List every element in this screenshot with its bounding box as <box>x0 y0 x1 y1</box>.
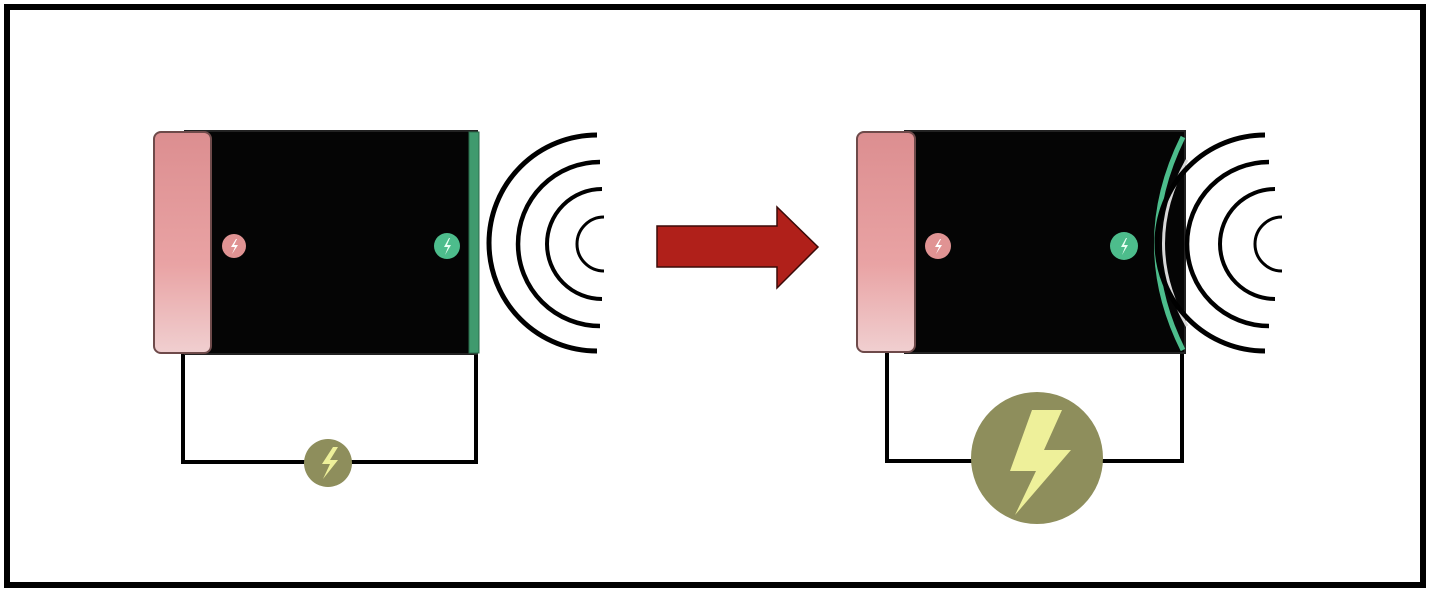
anode-plate <box>153 131 212 354</box>
lightning-bolt-icon <box>231 239 238 254</box>
lightning-bolt-icon <box>322 447 338 479</box>
negative-ion <box>1110 232 1138 260</box>
lightning-bolt-icon <box>444 238 451 255</box>
positive-ion <box>222 234 246 258</box>
negative-ion <box>434 233 460 259</box>
lightning-bolt-icon <box>935 239 942 254</box>
cathode-plate-flat <box>468 131 480 354</box>
lightning-bolt-icon <box>1121 238 1128 255</box>
output-indicator-large <box>971 392 1103 524</box>
cell-body <box>904 130 1186 354</box>
sound-wave-icon <box>486 132 605 354</box>
sound-wave-icon <box>1154 132 1283 354</box>
output-indicator-small <box>304 439 352 487</box>
anode-plate <box>856 131 916 353</box>
panel-before <box>153 130 605 487</box>
arrow-right-icon <box>656 205 820 290</box>
positive-ion <box>925 233 951 259</box>
panel-after <box>856 130 1283 524</box>
lightning-bolt-icon <box>1010 410 1071 515</box>
